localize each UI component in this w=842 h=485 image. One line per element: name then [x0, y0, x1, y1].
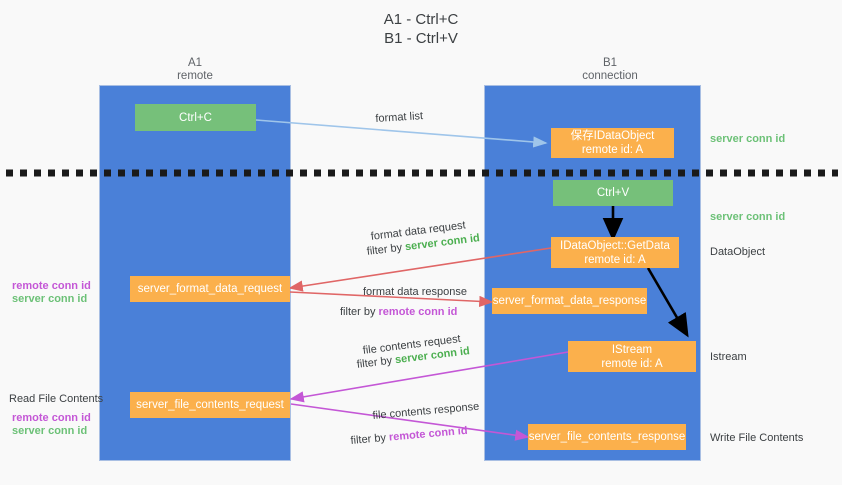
- box-server-format-data-request-label: server_format_data_request: [137, 283, 283, 295]
- box-ctrl-c[interactable]: Ctrl+C: [135, 104, 256, 131]
- box-server-file-contents-response-label: server_file_contents_response: [528, 431, 686, 443]
- box-store-idataobject[interactable]: 保存IDataObject remote id: A: [551, 128, 674, 158]
- arrow-getdata-to-istream: [646, 267, 689, 338]
- arrow-file-contents-request: [289, 351, 569, 403]
- box-server-format-data-response[interactable]: server_format_data_response: [492, 288, 647, 314]
- box-server-format-data-request[interactable]: server_format_data_request: [130, 276, 290, 302]
- arrow-format-data-request: [288, 247, 552, 292]
- box-ctrl-c-label: Ctrl+C: [179, 111, 212, 124]
- box-server-file-contents-response[interactable]: server_file_contents_response: [528, 424, 686, 450]
- box-ctrl-v-label: Ctrl+V: [596, 187, 630, 199]
- column-header-b1-sub: connection: [582, 70, 638, 82]
- box-server-file-contents-request-label: server_file_contents_request: [136, 399, 284, 411]
- filter-prefix: filter by: [350, 431, 390, 447]
- box-store-idataobject-line1: 保存IDataObject: [570, 130, 655, 142]
- side-label-write-file-contents: Write File Contents: [710, 432, 804, 444]
- box-istream-line2: remote id: A: [601, 357, 663, 370]
- column-header-b1: B1 connection: [530, 57, 690, 83]
- side-label-server-conn-id-second: server conn id: [710, 211, 786, 223]
- column-header-a1-name: A1: [187, 57, 203, 69]
- column-header-a1-sub: remote: [177, 70, 213, 82]
- filter-prefix: filter by: [340, 306, 379, 318]
- arrow-format-list: [255, 119, 548, 148]
- box-server-file-contents-request[interactable]: server_file_contents_request: [130, 392, 290, 418]
- arrow-file-contents-response: [290, 403, 530, 441]
- side-label-dataobject: DataObject: [710, 246, 766, 258]
- label-format-data-response: format data response: [363, 286, 467, 298]
- box-istream[interactable]: IStream remote id: A: [568, 341, 696, 372]
- arrow-format-data-response: [289, 291, 494, 307]
- title-line-2: B1 - Ctrl+V: [384, 30, 458, 47]
- box-idataobject-getdata[interactable]: IDataObject::GetData remote id: A: [551, 237, 679, 268]
- box-ctrl-v[interactable]: Ctrl+V: [553, 180, 673, 206]
- box-idataobject-getdata-line2: remote id: A: [584, 253, 646, 266]
- filter-value-remote-conn-id: remote conn id: [378, 306, 458, 318]
- column-header-b1-name: B1: [602, 57, 618, 69]
- box-istream-line1: IStream: [611, 343, 653, 356]
- label-format-data-response-filter: filter by remote conn id: [340, 305, 457, 319]
- label-format-list: format list: [375, 110, 424, 125]
- side-label-remote-conn-id-bottom: remote conn id: [12, 412, 91, 424]
- side-label-server-conn-id-left-bottom: server conn id: [12, 425, 88, 437]
- column-header-a1: A1 remote: [120, 57, 270, 83]
- box-store-idataobject-line2: remote id: A: [581, 144, 644, 156]
- side-label-server-conn-id-top: server conn id: [710, 133, 786, 145]
- side-label-server-conn-id-left-top: server conn id: [12, 293, 88, 305]
- side-label-read-file-contents: Read File Contents: [9, 393, 104, 405]
- side-label-remote-conn-id-top: remote conn id: [12, 280, 91, 292]
- side-label-istream: Istream: [710, 351, 747, 363]
- title-line-1: A1 - Ctrl+C: [383, 11, 459, 28]
- box-server-format-data-response-label: server_format_data_response: [492, 295, 647, 307]
- box-idataobject-getdata-line1: IDataObject::GetData: [560, 239, 670, 252]
- page-title: A1 - Ctrl+C B1 - Ctrl+V: [0, 10, 842, 48]
